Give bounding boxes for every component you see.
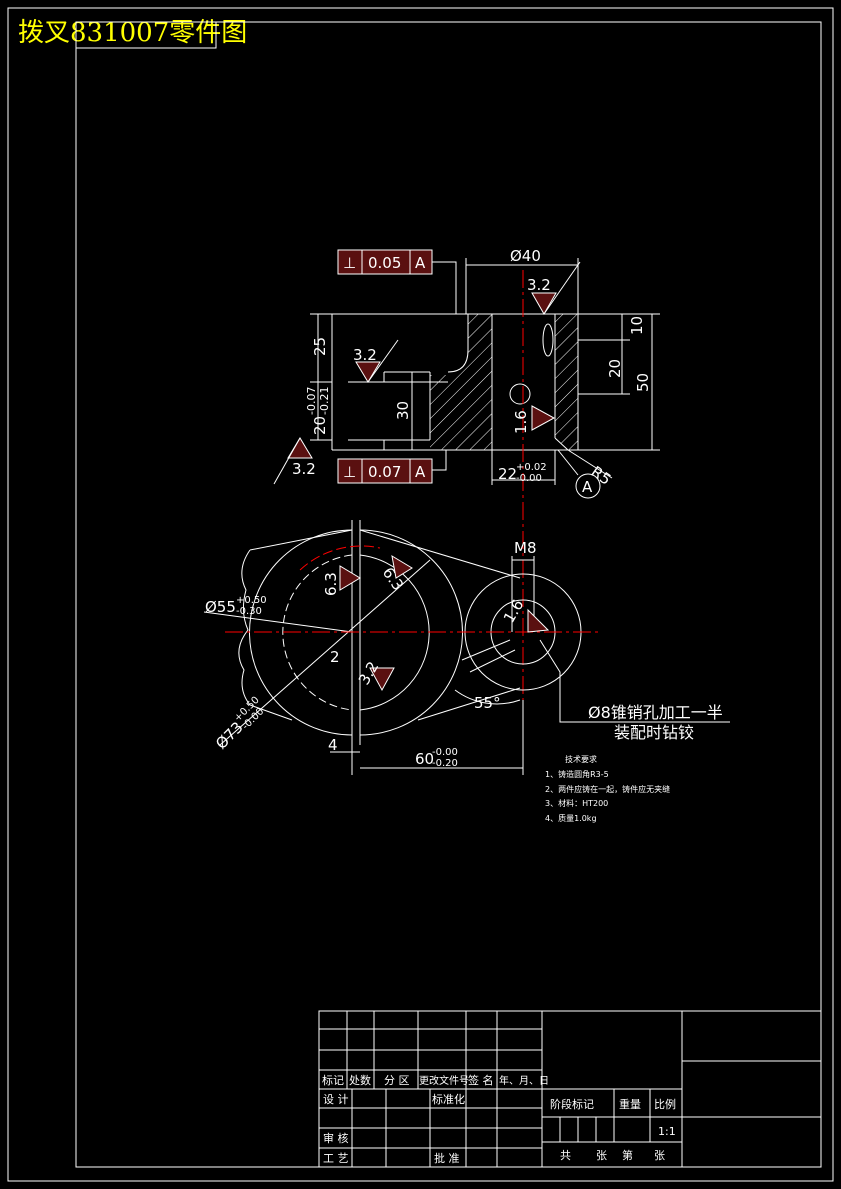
roughness-labels-top: 3.2 3.2 3.2 1.6 xyxy=(292,276,551,478)
tb-sheets-3: 张 xyxy=(654,1149,665,1162)
dim-m8: M8 xyxy=(514,539,537,557)
section-dim-text: Ø40 10 20 50 25 30 20 -0.07 -0.21 22 +0.… xyxy=(305,247,652,496)
dim-phi55-lo: -0.30 xyxy=(236,606,262,617)
dim-phi55-base: Ø55 xyxy=(205,598,236,616)
hatch-right-wall xyxy=(555,314,578,450)
taper-pin-note: Ø8锥销孔加工一半 装配时钻铰 xyxy=(588,703,723,742)
frame-1-value: 0.05 xyxy=(368,254,401,272)
tb-header-2: 分 区 xyxy=(384,1074,410,1087)
tb-sheets-0: 共 xyxy=(560,1149,571,1162)
hatch-left-wall xyxy=(430,314,492,450)
dim-30: 30 xyxy=(394,401,412,420)
roughness-label-1: 3.2 xyxy=(527,276,551,294)
dim-20: 20 xyxy=(606,359,624,378)
tb-row-review: 审 核 xyxy=(323,1131,349,1145)
roughness-label-5: 6.3 xyxy=(322,572,340,596)
dim-20-tol-up: -0.07 xyxy=(305,387,318,415)
tb-weight: 重量 xyxy=(619,1097,641,1111)
outer-border xyxy=(7,7,834,1182)
tb-scale-label: 比例 xyxy=(654,1097,676,1111)
tech-item-1: 1、铸造圆角R3-5 xyxy=(545,769,609,779)
title-block-text: 标记 处数 分 区 更改文件号 签 名 年、月、日 设 计 标准化 审 核 工 … xyxy=(322,1073,676,1165)
dim-22-base: 22 xyxy=(498,465,517,483)
frame-2-symbol: ⊥ xyxy=(343,463,356,481)
title-underline-box xyxy=(75,21,217,49)
dim-50: 50 xyxy=(634,373,652,392)
roughness-symbols-bottom xyxy=(339,555,550,692)
drawing-title: 拨叉831007零件图 xyxy=(18,18,248,48)
dim-22-up: +0.02 xyxy=(516,462,547,473)
inner-border xyxy=(75,21,822,1168)
tb-header-0: 标记 xyxy=(322,1073,344,1087)
tech-item-2: 2、两件应铸在一起，铸件应无夹缝 xyxy=(545,784,670,794)
title-block xyxy=(318,1010,822,1168)
dim-20-tol-base: 20 xyxy=(311,416,329,435)
tb-row-approve: 批 准 xyxy=(434,1151,460,1165)
frame-1-symbol: ⊥ xyxy=(343,254,356,272)
tb-row-process: 工 艺 xyxy=(323,1152,349,1165)
tb-sheets-2: 第 xyxy=(622,1148,633,1162)
frame-2-datum: A xyxy=(415,463,426,481)
tb-sheets-1: 张 xyxy=(596,1149,607,1162)
dim-20-tol-lo: -0.21 xyxy=(318,387,331,415)
centerline-arc xyxy=(299,545,381,571)
tb-row-design: 设 计 xyxy=(323,1093,349,1106)
tech-item-4: 4、质量1.0kg xyxy=(545,813,597,823)
roughness-label-4: 1.6 xyxy=(512,410,530,434)
roughness-symbols-top xyxy=(273,261,581,485)
frame-1-datum: A xyxy=(415,254,426,272)
tb-header-1: 处数 xyxy=(349,1074,371,1087)
dim-22-lo: -0.00 xyxy=(516,473,542,484)
section-dimensions xyxy=(310,258,660,499)
dim-4: 4 xyxy=(328,736,338,754)
tolerance-frame-1: ⊥ 0.05 A xyxy=(337,249,433,275)
tb-header-3: 更改文件号 xyxy=(419,1074,469,1087)
tb-row-standard: 标准化 xyxy=(432,1092,465,1106)
roughness-label-3: 3.2 xyxy=(292,460,316,478)
tb-header-5: 年、月、日 xyxy=(499,1074,549,1087)
dim-10: 10 xyxy=(628,316,646,335)
tech-requirements: 技术要求 1、铸造圆角R3-5 2、两件应铸在一起，铸件应无夹缝 3、材料：HT… xyxy=(545,754,670,823)
datum-a: A xyxy=(582,478,593,496)
dim-2: 2 xyxy=(330,648,340,666)
tech-heading: 技术要求 xyxy=(565,754,597,764)
dim-60-up: -0.00 xyxy=(432,747,458,758)
tech-item-3: 3、材料：HT200 xyxy=(545,798,608,808)
frame-2-value: 0.07 xyxy=(368,463,401,481)
dim-60-base: 60 xyxy=(415,750,434,768)
dim-angle-55: 55° xyxy=(474,694,501,712)
note-line-2: 装配时钻铰 xyxy=(614,723,694,742)
tb-stage: 阶段标记 xyxy=(550,1097,594,1111)
dim-60-lo: -0.20 xyxy=(432,758,458,769)
note-line-1: Ø8锥销孔加工一半 xyxy=(588,703,723,722)
roughness-label-2: 3.2 xyxy=(353,346,377,364)
section-view xyxy=(331,313,579,451)
top-view xyxy=(203,520,730,775)
dim-phi40: Ø40 xyxy=(510,247,541,265)
dim-phi55-up: +0.50 xyxy=(236,595,267,606)
tb-scale: 1:1 xyxy=(658,1125,676,1138)
tb-header-4: 签 名 xyxy=(468,1073,494,1087)
tolerance-frame-2: ⊥ 0.07 A xyxy=(337,458,433,484)
dim-25: 25 xyxy=(311,337,329,356)
